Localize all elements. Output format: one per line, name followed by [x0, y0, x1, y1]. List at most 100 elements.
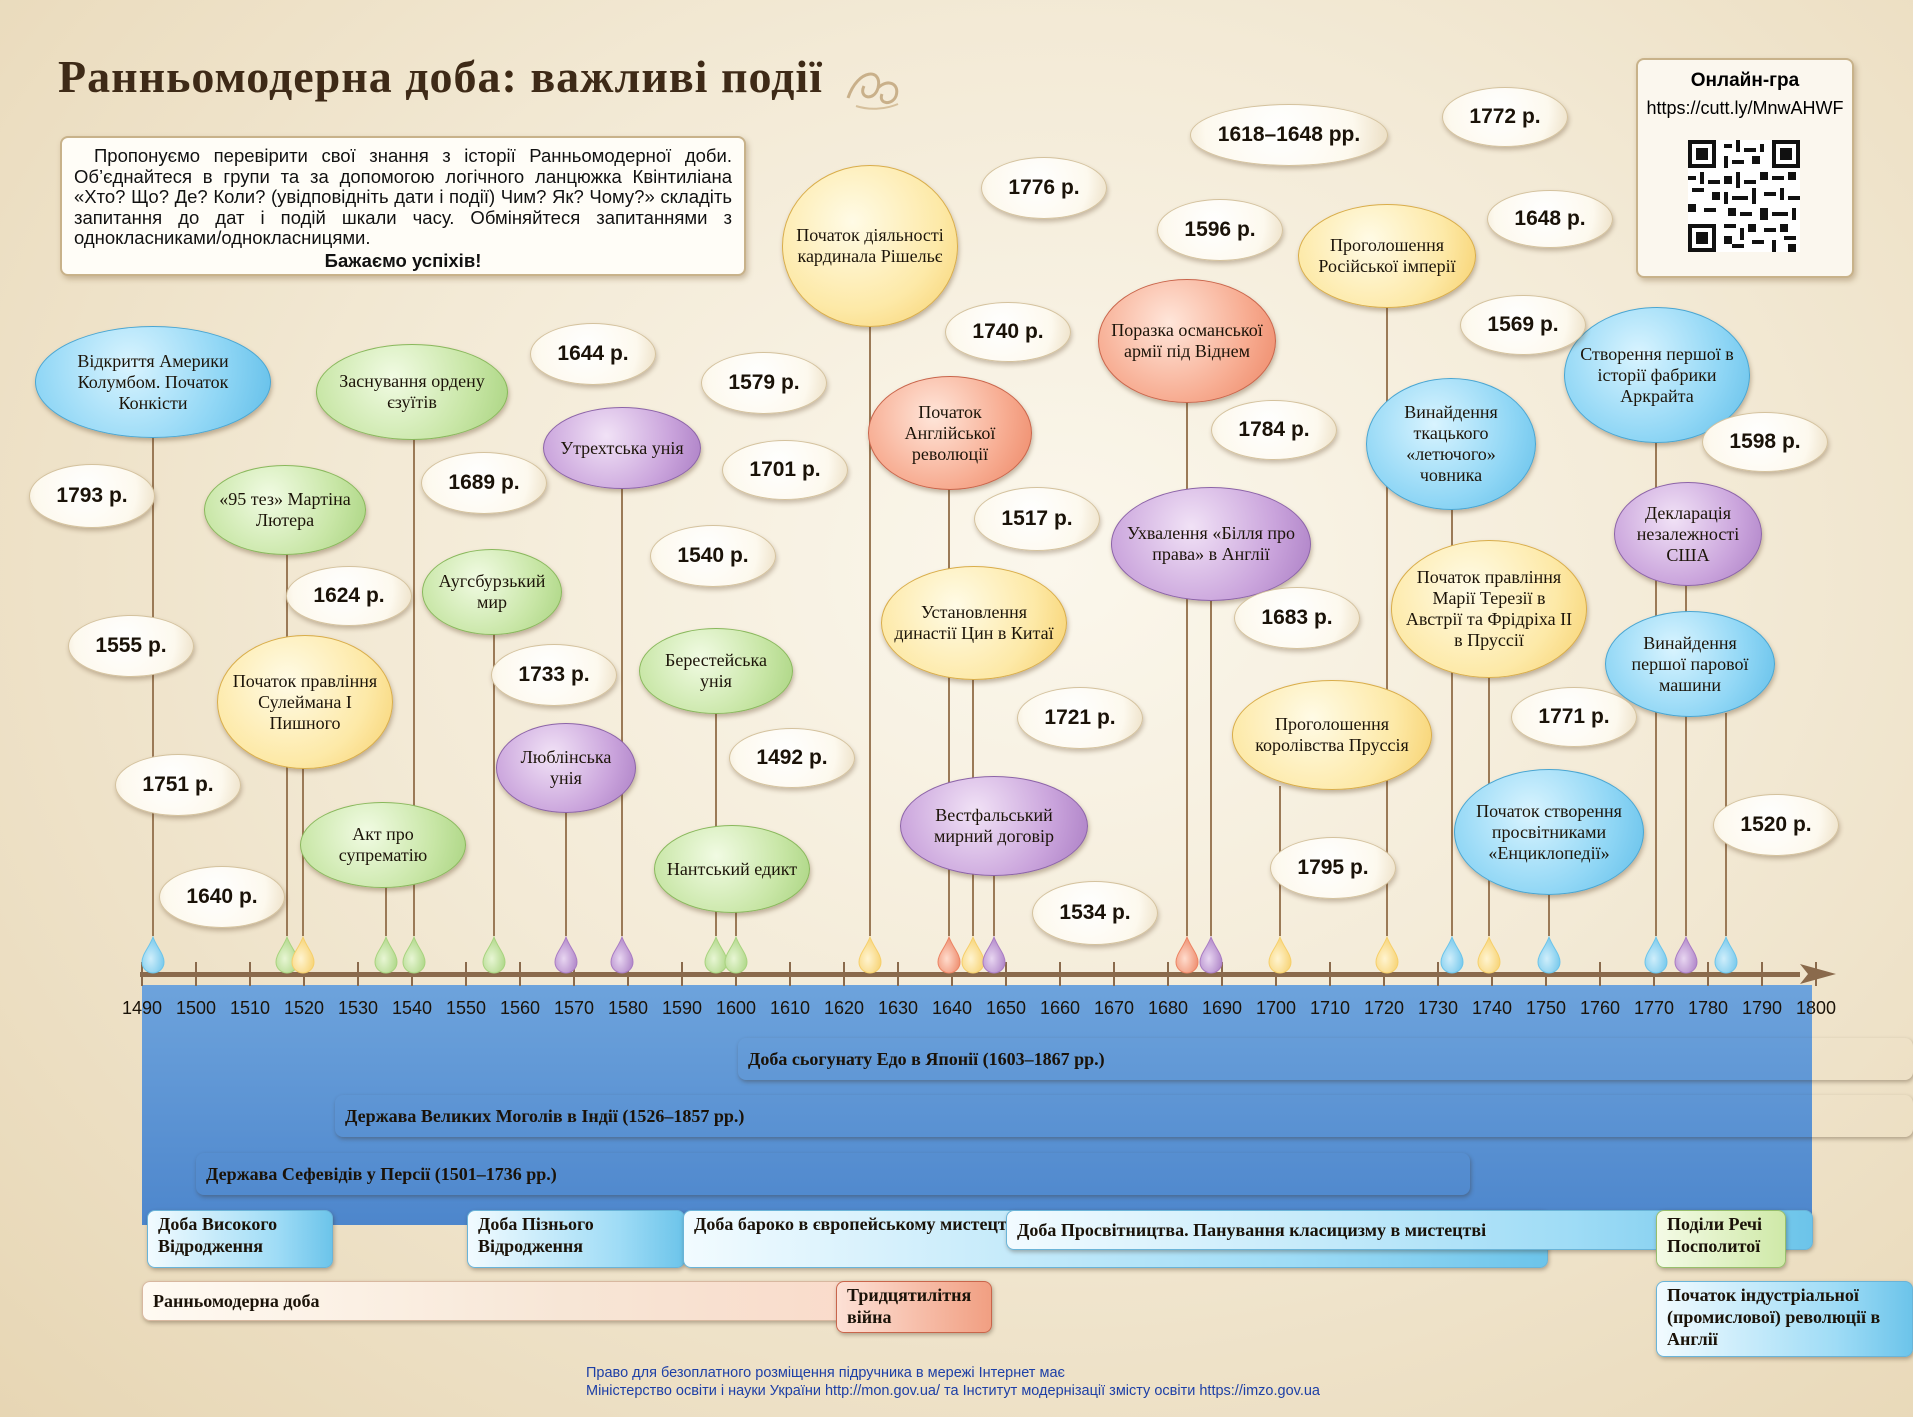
event-marker-drop-icon[interactable] — [482, 936, 506, 974]
timeline-band — [142, 985, 1812, 1225]
date-bubble[interactable]: 1689 р. — [421, 452, 547, 514]
period-bar: Доба сьогунату Едо в Японії (1603–1867 р… — [738, 1038, 1913, 1080]
date-bubble[interactable]: 1733 р. — [491, 644, 617, 706]
event-bubble[interactable]: Створення першої в історії фабрики Аркра… — [1564, 307, 1750, 443]
date-bubble[interactable]: 1534 р. — [1032, 881, 1158, 945]
event-marker-drop-icon[interactable] — [704, 936, 728, 974]
event-bubble[interactable]: Берестейська унія — [639, 628, 793, 714]
event-bubble[interactable]: Початок діяльності кардинала Рішельє — [782, 165, 958, 327]
footer-line-1: Право для безоплатного розміщення підруч… — [586, 1365, 1065, 1381]
axis-tick — [1653, 962, 1655, 986]
ornament-icon — [846, 72, 899, 110]
event-marker-drop-icon[interactable] — [1268, 936, 1292, 974]
date-bubble[interactable]: 1721 р. — [1017, 687, 1143, 749]
date-bubble[interactable]: 1771 р. — [1511, 687, 1637, 747]
axis-tick — [1437, 962, 1439, 986]
date-bubble[interactable]: 1520 р. — [1713, 794, 1839, 856]
date-bubble[interactable]: 1624 р. — [286, 566, 412, 626]
event-bubble[interactable]: Заснування ордену єзуїтів — [316, 344, 508, 440]
event-marker-drop-icon[interactable] — [1644, 936, 1668, 974]
event-bubble[interactable]: Нантський едикт — [654, 825, 810, 913]
date-bubble[interactable]: 1793 р. — [29, 464, 155, 528]
event-marker-drop-icon[interactable] — [858, 936, 882, 974]
axis-tick — [1221, 962, 1223, 986]
date-bubble[interactable]: 1517 р. — [974, 487, 1100, 551]
date-bubble[interactable]: 1683 р. — [1234, 587, 1360, 649]
event-marker-drop-icon[interactable] — [1714, 936, 1738, 974]
event-bubble[interactable]: Початок створення просвітниками «Енцикло… — [1454, 769, 1644, 895]
event-bubble[interactable]: Поразка османської армії під Віднем — [1098, 279, 1276, 403]
event-bubble[interactable]: Ухвалення «Білля про права» в Англії — [1111, 487, 1311, 601]
axis-arrow-icon — [1800, 964, 1836, 984]
date-bubble[interactable]: 1540 р. — [650, 525, 776, 587]
event-marker-drop-icon[interactable] — [1175, 936, 1199, 974]
event-marker-drop-icon[interactable] — [1375, 936, 1399, 974]
date-bubble[interactable]: 1618–1648 рр. — [1190, 104, 1388, 166]
event-marker-drop-icon[interactable] — [291, 936, 315, 974]
date-bubble[interactable]: 1648 р. — [1487, 190, 1613, 248]
axis-tick — [573, 962, 575, 986]
date-bubble[interactable]: 1784 р. — [1211, 400, 1337, 460]
event-stem — [1186, 399, 1188, 936]
event-bubble[interactable]: Винайдення першої парової машини — [1605, 611, 1775, 717]
event-bubble[interactable]: Аугсбурзький мир — [422, 549, 562, 635]
date-bubble[interactable]: 1598 р. — [1702, 412, 1828, 472]
event-bubble[interactable]: Декларація незалежності США — [1614, 482, 1762, 586]
event-marker-drop-icon[interactable] — [554, 936, 578, 974]
event-bubble[interactable]: Відкриття Америки Колумбом. Початок Конк… — [35, 326, 271, 438]
online-game-link[interactable]: https://cutt.ly/MnwAHWF — [1646, 98, 1844, 118]
date-bubble[interactable]: 1555 р. — [68, 615, 194, 677]
event-marker-drop-icon[interactable] — [1477, 936, 1501, 974]
event-bubble[interactable]: Винайдення ткацького «летючого» човника — [1366, 378, 1536, 510]
event-bubble[interactable]: Початок Англійської революції — [868, 376, 1032, 490]
event-marker-drop-icon[interactable] — [1440, 936, 1464, 974]
date-bubble[interactable]: 1701 р. — [722, 440, 848, 500]
event-bubble[interactable]: Початок правління Марії Терезії в Австрі… — [1391, 540, 1587, 678]
axis-tick — [843, 962, 845, 986]
date-bubble[interactable]: 1569 р. — [1460, 295, 1586, 355]
event-marker-drop-icon[interactable] — [1537, 936, 1561, 974]
date-bubble[interactable]: 1640 р. — [159, 866, 285, 928]
date-bubble[interactable]: 1579 р. — [701, 352, 827, 414]
period-bar: Доба Пізнього Відродження — [467, 1210, 685, 1268]
event-marker-drop-icon[interactable] — [937, 936, 961, 974]
axis-tick-label: 1770 — [1633, 998, 1675, 1018]
axis-tick-label: 1640 — [931, 998, 973, 1018]
event-marker-drop-icon[interactable] — [141, 936, 165, 974]
date-bubble[interactable]: 1751 р. — [115, 754, 241, 816]
event-marker-drop-icon[interactable] — [961, 936, 985, 974]
date-bubble[interactable]: 1492 р. — [729, 728, 855, 788]
axis-tick-label: 1710 — [1309, 998, 1351, 1018]
axis-tick — [1005, 962, 1007, 986]
copyright-footer: Право для безоплатного розміщення підруч… — [586, 1364, 1346, 1400]
page-title: Ранньомодерна доба: важливі події — [58, 51, 823, 102]
event-stem — [869, 323, 871, 936]
event-bubble[interactable]: Проголошення королівства Пруссія — [1232, 680, 1432, 790]
date-bubble[interactable]: 1776 р. — [981, 157, 1107, 219]
event-bubble[interactable]: Початок правління Сулеймана І Пишного — [217, 635, 393, 769]
event-marker-drop-icon[interactable] — [982, 936, 1006, 974]
event-marker-drop-icon[interactable] — [724, 936, 748, 974]
event-bubble[interactable]: «95 тез» Мартіна Лютера — [204, 465, 366, 555]
axis-tick — [249, 962, 251, 986]
event-marker-drop-icon[interactable] — [374, 936, 398, 974]
event-bubble[interactable]: Утрехтська унія — [543, 407, 701, 489]
date-bubble[interactable]: 1596 р. — [1157, 199, 1283, 261]
qr-code-icon[interactable] — [1688, 140, 1800, 252]
event-bubble[interactable]: Установлення династії Цин в Китаї — [881, 566, 1067, 680]
date-bubble[interactable]: 1772 р. — [1442, 87, 1568, 147]
date-bubble[interactable]: 1795 р. — [1270, 837, 1396, 899]
event-bubble[interactable]: Акт про супрематію — [300, 802, 466, 888]
event-bubble[interactable]: Люблінська унія — [496, 723, 636, 813]
date-bubble[interactable]: 1740 р. — [945, 302, 1071, 362]
event-bubble[interactable]: Вестфальський мирний договір — [900, 776, 1088, 876]
date-bubble[interactable]: 1644 р. — [530, 323, 656, 385]
event-marker-drop-icon[interactable] — [402, 936, 426, 974]
axis-tick-label: 1500 — [175, 998, 217, 1018]
axis-tick — [951, 962, 953, 986]
event-marker-drop-icon[interactable] — [1674, 936, 1698, 974]
event-bubble[interactable]: Проголошення Російської імперії — [1298, 204, 1476, 308]
event-marker-drop-icon[interactable] — [610, 936, 634, 974]
axis-tick-label: 1490 — [121, 998, 163, 1018]
event-marker-drop-icon[interactable] — [1199, 936, 1223, 974]
